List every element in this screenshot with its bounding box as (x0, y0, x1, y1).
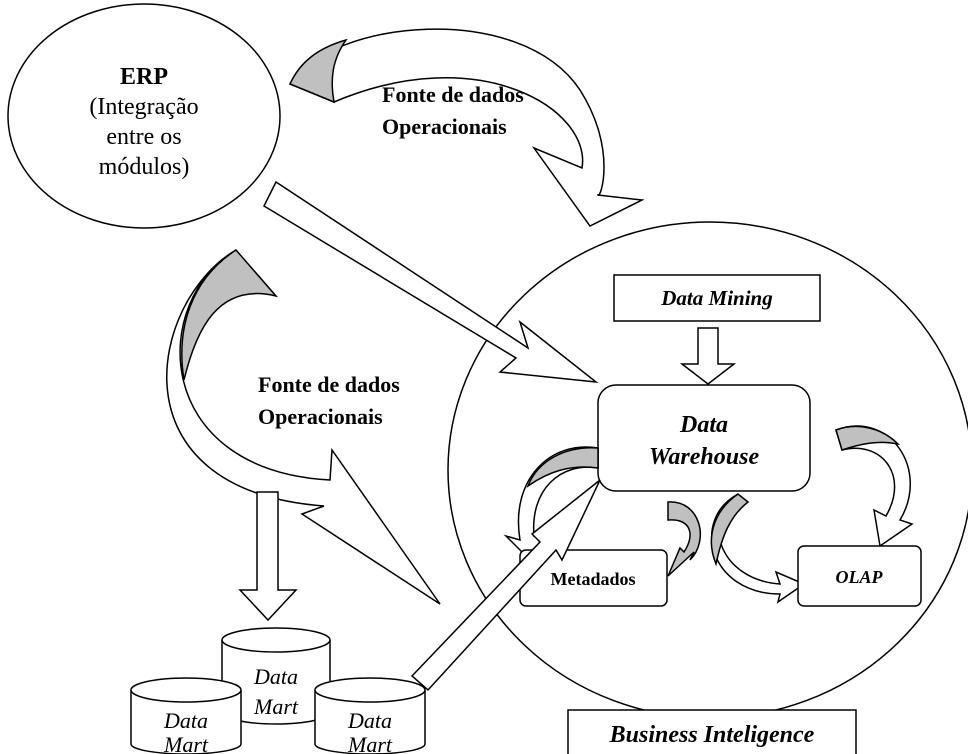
olap-box (797, 545, 922, 607)
data-mart-2-line-1: Data (253, 664, 298, 689)
data-mart-3-line-2: Mart (347, 732, 393, 754)
arrow-down-to-marts (238, 491, 298, 622)
erp-title: ERP (120, 64, 168, 90)
business-inteligence-label: Business Inteligence (609, 722, 815, 748)
business-inteligence-box (567, 709, 857, 754)
curved-arrow-top (288, 28, 645, 227)
olap-label: OLAP (836, 567, 884, 587)
metadados-label: Metadados (551, 569, 636, 589)
source-mid-line-2: Operacionais (258, 404, 383, 429)
curved-arrow-dw-left-shade (526, 447, 599, 489)
data-mart-1-line-2: Mart (163, 732, 209, 754)
data-mart-3-line-1: Data (347, 708, 392, 733)
data-mart-1-line-1: Data (163, 708, 208, 733)
curved-arrow-dw-to-olap-shade (710, 493, 750, 567)
arrow-mart-to-dw (410, 479, 601, 692)
erp-node (7, 3, 281, 229)
curved-arrow-dw-to-metadados (667, 501, 702, 577)
source-top-line-1: Fonte de dados (382, 82, 524, 107)
curved-arrow-top-shade (288, 38, 348, 104)
curved-arrow-dw-right-shade (835, 425, 901, 451)
data-mart-cylinder-1: Data Mart (130, 677, 242, 754)
source-mid-line-1: Fonte de dados (258, 372, 400, 397)
erp-line-3: módulos) (99, 154, 190, 180)
data-warehouse-box (597, 384, 811, 492)
data-warehouse-line-2: Warehouse (649, 444, 760, 470)
data-mining-label: Data Mining (660, 286, 772, 310)
data-mart-2-line-2: Mart (253, 694, 299, 719)
arrow-erp-to-dw (263, 180, 599, 384)
data-mining-box (613, 274, 821, 322)
curved-arrow-mid (166, 249, 441, 605)
arrow-mining-to-dw (679, 327, 737, 385)
data-mart-cylinder-3: Data Mart (314, 677, 426, 754)
data-warehouse-line-1: Data (679, 412, 728, 438)
erp-line-2: entre os (106, 124, 181, 150)
erp-line-1: (Integração (89, 94, 198, 120)
curved-arrow-mid-shade (181, 249, 279, 381)
source-top-line-2: Operacionais (382, 114, 507, 139)
